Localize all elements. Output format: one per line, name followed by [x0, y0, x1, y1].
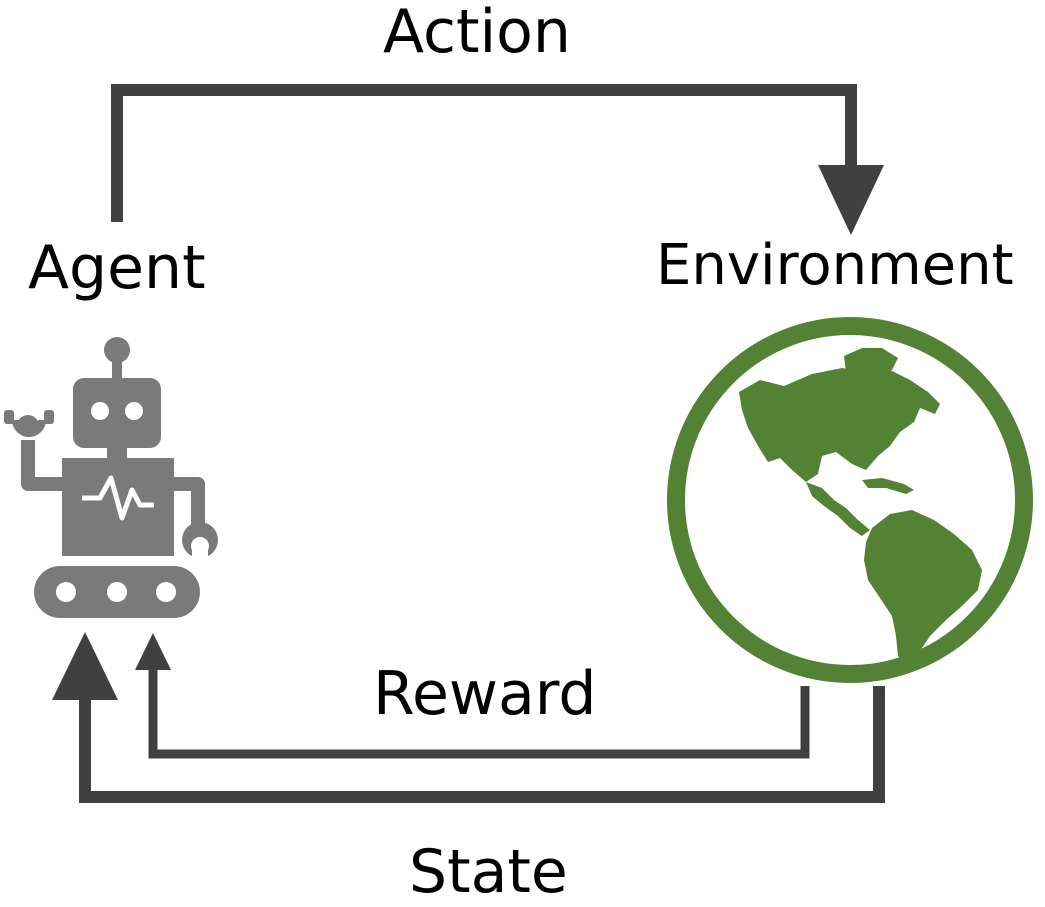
reward-arrow	[135, 633, 810, 759]
caribbean-shape	[862, 478, 914, 494]
robot-icon	[4, 337, 218, 618]
globe-icon	[667, 317, 1033, 683]
arctic-shape	[844, 348, 898, 380]
environment-label: Environment	[656, 233, 1014, 298]
reward-label: Reward	[373, 659, 597, 729]
south-america-shape	[864, 510, 982, 666]
central-america-shape	[806, 482, 870, 536]
north-america-shape	[739, 368, 940, 482]
agent-label: Agent	[28, 233, 206, 303]
action-arrow	[111, 84, 884, 235]
state-arrow	[52, 632, 885, 803]
action-label: Action	[383, 0, 571, 67]
state-label: State	[409, 837, 568, 907]
